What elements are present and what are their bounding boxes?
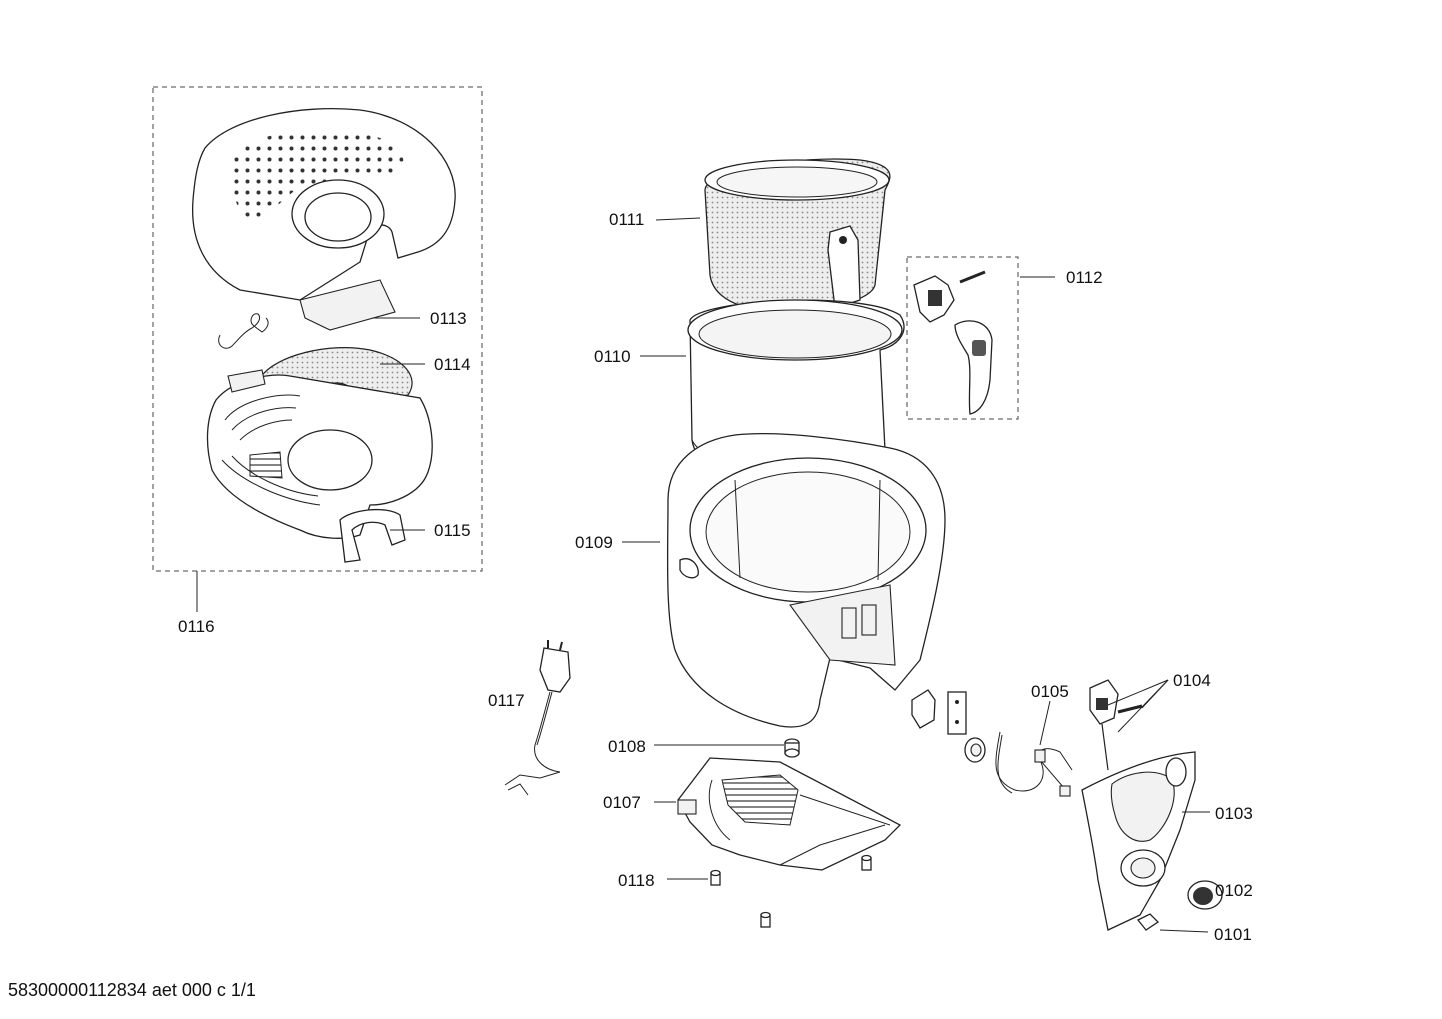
label-0118: 0118 bbox=[618, 871, 655, 890]
label-0109: 0109 bbox=[575, 533, 613, 552]
foot-part-0118 bbox=[710, 854, 872, 928]
spring-clip bbox=[218, 313, 269, 349]
base-tray-part-0107 bbox=[677, 757, 902, 871]
label-0113: 0113 bbox=[430, 309, 467, 328]
drawing-number-footer: 58300000112834 aet 000 c 1/1 bbox=[8, 980, 256, 1000]
control-panel-part-0103 bbox=[1081, 751, 1196, 931]
leader-lines bbox=[196, 217, 1210, 933]
label-0112: 0112 bbox=[1066, 268, 1103, 287]
label-0105: 0105 bbox=[1031, 682, 1069, 701]
lid-part-0113 bbox=[191, 107, 456, 331]
small-part-0101 bbox=[1136, 913, 1160, 931]
label-0104: 0104 bbox=[1173, 671, 1211, 690]
grill-part-0115 bbox=[206, 369, 433, 563]
group-0116-boundary bbox=[152, 86, 483, 572]
power-cord-part-0117 bbox=[504, 640, 571, 796]
thermostat-part-0104 bbox=[1089, 679, 1143, 771]
housing-part-0109 bbox=[666, 433, 946, 728]
label-0114: 0114 bbox=[434, 355, 471, 374]
bracket-parts bbox=[911, 689, 986, 763]
label-0108: 0108 bbox=[608, 737, 646, 756]
label-0107: 0107 bbox=[603, 793, 641, 812]
label-0103: 0103 bbox=[1215, 804, 1253, 823]
label-0115: 0115 bbox=[434, 521, 471, 540]
knob-part-0102 bbox=[1187, 880, 1223, 910]
foot-part-0108 bbox=[784, 738, 800, 758]
group-0112-boundary bbox=[906, 256, 1019, 420]
basket-part-0111 bbox=[704, 158, 891, 312]
label-0117: 0117 bbox=[488, 691, 525, 710]
label-0101: 0101 bbox=[1214, 925, 1252, 944]
label-0111: 0111 bbox=[609, 210, 644, 229]
label-0110: 0110 bbox=[594, 347, 631, 366]
label-0116: 0116 bbox=[178, 617, 215, 636]
wiring-part-0105 bbox=[995, 731, 1073, 797]
label-0102: 0102 bbox=[1215, 881, 1253, 900]
handle-part-0112 bbox=[913, 270, 993, 415]
